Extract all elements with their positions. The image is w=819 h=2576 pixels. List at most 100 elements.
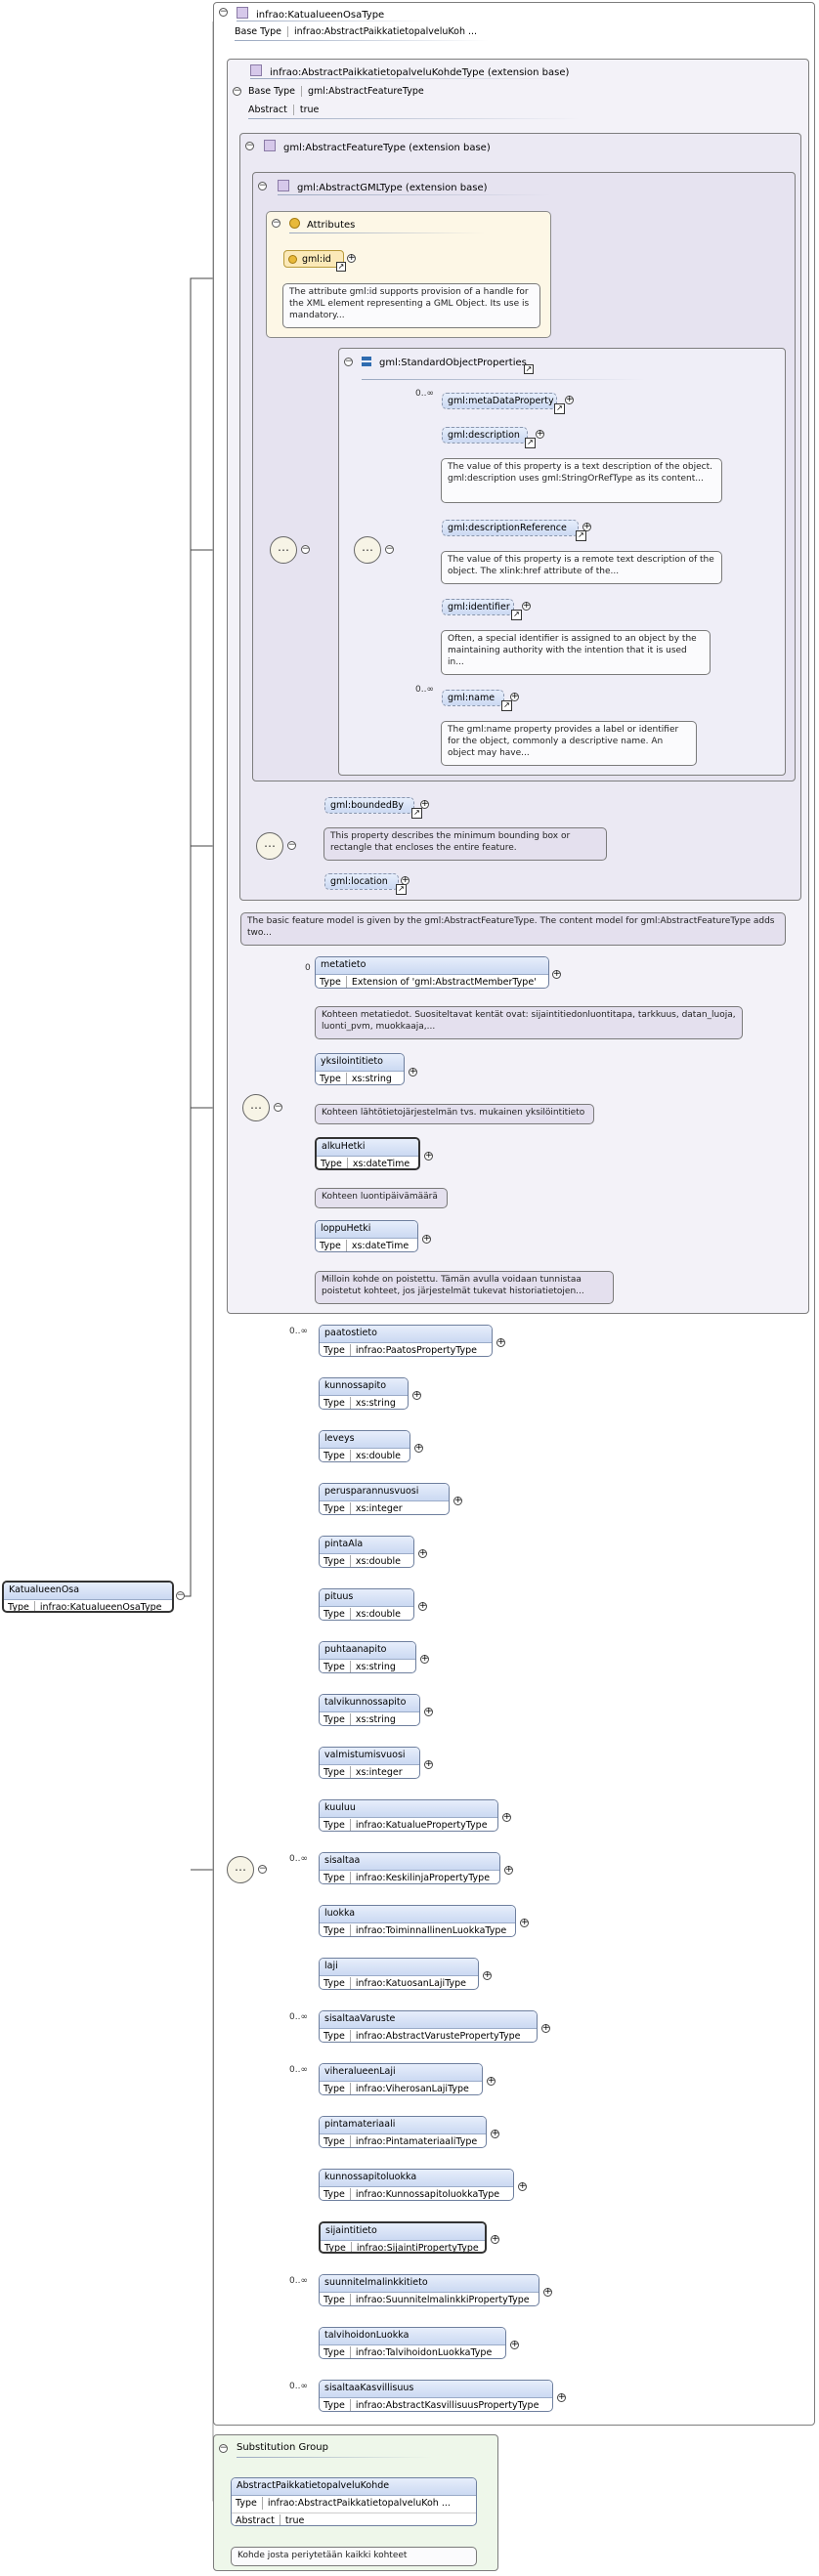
main-item-expand[interactable]: +: [518, 2181, 527, 2191]
feature-boundedby[interactable]: gml:boundedBy↗: [324, 797, 422, 819]
std-item-description-expand[interactable]: +: [536, 429, 544, 439]
ext2-toggle[interactable]: −: [245, 141, 254, 150]
attribute-gml-id-doc: The attribute gml:id supports provision …: [282, 283, 540, 328]
std-item-name[interactable]: gml:name↗: [442, 690, 512, 711]
main-item-expand[interactable]: +: [496, 1337, 505, 1347]
link-arrow-icon: ↗: [554, 403, 565, 414]
main-item-expand[interactable]: +: [543, 2287, 552, 2297]
main-item-expand[interactable]: +: [504, 1865, 513, 1875]
complex-type-toggle[interactable]: −: [219, 7, 228, 17]
main-item-expand[interactable]: +: [424, 1707, 433, 1716]
std-item-name-doc: The gml:name property provides a label o…: [441, 721, 697, 766]
feature-location-expand[interactable]: +: [401, 875, 410, 885]
main-item-expand[interactable]: +: [424, 1759, 433, 1769]
main-item-expand[interactable]: +: [510, 2340, 519, 2349]
abstract-item-metatieto-expand[interactable]: +: [552, 969, 561, 979]
root-collapse-toggle[interactable]: −: [176, 1590, 185, 1600]
attributes-icon: [289, 218, 300, 229]
feature-location[interactable]: gml:location↗: [324, 873, 407, 895]
seq-std-toggle[interactable]: −: [385, 544, 394, 554]
std-item-descriptionreference[interactable]: gml:descriptionReference↗: [442, 520, 586, 541]
seq-gml-toggle[interactable]: −: [301, 544, 310, 554]
main-item-expand[interactable]: +: [414, 1443, 423, 1453]
std-group-toggle[interactable]: −: [344, 357, 353, 366]
abstract-item-alkuhetki-expand[interactable]: +: [424, 1151, 433, 1161]
ext3-toggle[interactable]: −: [258, 181, 267, 190]
attribute-gml-id[interactable]: gml:id: [283, 250, 344, 268]
main-item-expand[interactable]: +: [420, 1654, 429, 1664]
main-item-expand[interactable]: +: [453, 1496, 462, 1505]
ext1-title: infrao:AbstractPaikkatietopalveluKohdeTy…: [250, 64, 569, 78]
main-item-expand[interactable]: +: [491, 2129, 499, 2138]
abstract-item-loppuhetki-doc: Milloin kohde on poistettu. Tämän avulla…: [315, 1271, 614, 1304]
main-item-expand[interactable]: +: [541, 2023, 550, 2033]
std-group-title: gml:StandardObjectProperties: [362, 357, 527, 368]
std-item-descriptionreference-expand[interactable]: +: [582, 522, 591, 531]
std-item-identifier-doc: Often, a special identifier is assigned …: [441, 630, 711, 675]
complex-type-base-value: infrao:AbstractPaikkatietopalveluKoh ...: [293, 26, 478, 37]
main-item-expand[interactable]: +: [502, 1812, 511, 1822]
feature-boundedby-expand[interactable]: +: [420, 799, 429, 809]
root-type-value: infrao:KatualueenOsaType: [39, 1602, 162, 1613]
seq-main-toggle[interactable]: −: [258, 1864, 267, 1874]
abstract-item-card: 0: [305, 963, 311, 973]
std-group-link-icon[interactable]: ↗: [524, 364, 534, 374]
attributes-toggle[interactable]: −: [272, 218, 280, 228]
main-item-expand[interactable]: +: [520, 1918, 529, 1927]
std-item-identifier-expand[interactable]: +: [522, 601, 531, 611]
attribute-gml-id-link-icon[interactable]: ↗: [336, 262, 346, 272]
sequence-compositor-gml: ⋯: [270, 536, 297, 564]
main-item-expand[interactable]: +: [487, 2076, 496, 2086]
main-item-expand[interactable]: +: [483, 1970, 492, 1980]
abstract-item-loppuhetki-expand[interactable]: +: [422, 1234, 431, 1244]
seq-feature-toggle[interactable]: −: [287, 840, 296, 850]
std-item-metadataproperty-expand[interactable]: +: [565, 395, 574, 404]
abstract-item-yksilointitieto-expand[interactable]: +: [409, 1067, 417, 1077]
std-item-name-expand[interactable]: +: [510, 692, 519, 701]
attribute-gml-id-expand[interactable]: +: [347, 253, 356, 263]
substitution-toggle[interactable]: −: [219, 2443, 228, 2453]
main-item-expand[interactable]: +: [412, 1390, 421, 1400]
link-arrow-icon: ↗: [411, 808, 422, 819]
ext2-icon: [264, 140, 276, 151]
main-item-expand[interactable]: +: [418, 1601, 427, 1611]
ext2-title: gml:AbstractFeatureType (extension base): [264, 140, 491, 153]
std-item-description[interactable]: gml:description↗: [442, 427, 536, 448]
feature-boundedby-doc: This property describes the minimum boun…: [323, 827, 607, 861]
ext1-toggle[interactable]: −: [233, 86, 241, 96]
seq-kohde-toggle[interactable]: −: [274, 1102, 282, 1112]
std-item-metadataproperty[interactable]: gml:metaDataProperty↗: [442, 393, 565, 414]
std-item-identifier[interactable]: gml:identifier↗: [442, 599, 522, 620]
main-item-expand[interactable]: +: [557, 2392, 566, 2402]
main-item-expand[interactable]: +: [418, 1548, 427, 1558]
main-item-expand[interactable]: +: [491, 2234, 499, 2244]
